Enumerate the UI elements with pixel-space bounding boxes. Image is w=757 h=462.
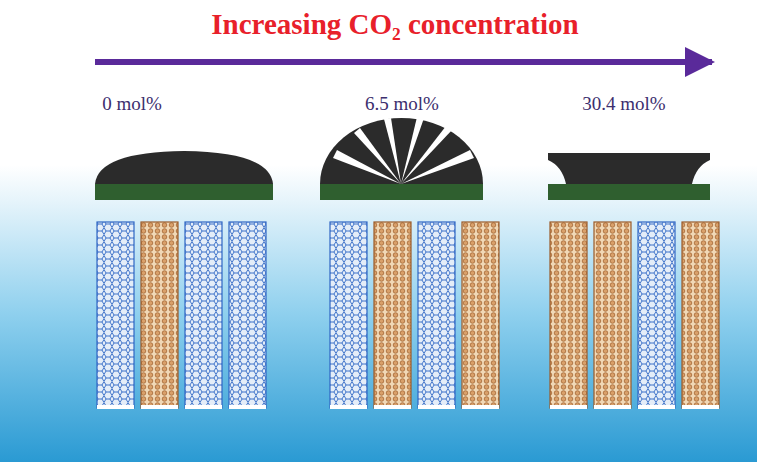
brown-nanotube (374, 222, 411, 408)
concentration-label: 6.5 mol% (365, 93, 439, 115)
brown-nanotube (682, 222, 719, 408)
blue-nanotube (97, 222, 134, 408)
droplet (95, 151, 273, 184)
cracks (333, 117, 474, 184)
blue-nanotube (229, 222, 266, 408)
brown-nanotube (594, 222, 631, 408)
blue-nanotube (185, 222, 222, 408)
blue-nanotube (418, 222, 455, 408)
brown-nanotube (462, 222, 499, 408)
tube-end (229, 405, 266, 409)
water-ground (0, 165, 757, 462)
direction-arrow (95, 59, 712, 65)
substrate (320, 184, 483, 200)
tube-end (330, 405, 367, 409)
substrate (548, 184, 710, 200)
tube-end (594, 405, 631, 409)
tube-end (97, 405, 134, 409)
tube-end (682, 405, 719, 409)
tube-end (374, 405, 411, 409)
label-holder: 0 mol% (102, 93, 162, 115)
title: Increasing CO₂ concentration (211, 8, 578, 41)
flat-droplet (548, 153, 710, 184)
brown-nanotube (550, 222, 587, 408)
blue-nanotube (638, 222, 675, 408)
blue-nanotube (330, 222, 367, 408)
title-holder: Increasing CO₂ concentration (211, 8, 578, 41)
label-holder: 30.4 mol% (582, 93, 665, 115)
tube-end (185, 405, 222, 409)
brown-nanotube (141, 222, 178, 408)
tube-end (462, 405, 499, 409)
label-holder: 6.5 mol% (365, 93, 439, 115)
concentration-label: 0 mol% (102, 93, 162, 115)
concentration-label: 30.4 mol% (582, 93, 665, 115)
tube-end (550, 405, 587, 409)
nanotube-bundles (97, 222, 719, 409)
tube-end (418, 405, 455, 409)
tube-end (638, 405, 675, 409)
substrate (95, 184, 273, 200)
cracked-droplet (320, 118, 483, 184)
tube-end (141, 405, 178, 409)
